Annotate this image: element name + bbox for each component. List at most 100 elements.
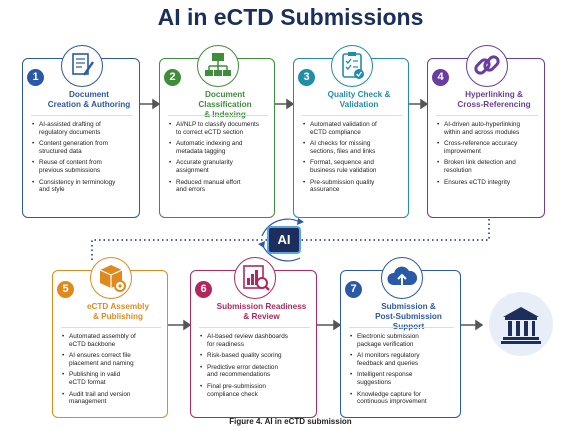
step-bullet-line: Accurate granularity [176, 159, 233, 167]
step-bullet-line: Broken link detection and [444, 159, 516, 167]
step-bullet-line: package verification [357, 340, 414, 348]
step-icon-circle [380, 257, 423, 299]
step-bullet-line: business rule validation [310, 166, 377, 174]
step-bullet-line: placement and naming [69, 359, 134, 367]
step-divider [349, 327, 454, 328]
step-bullet-line: Reduced manual effort [176, 178, 241, 186]
step-icon-circle [90, 257, 132, 299]
step-number-badge: 1 [27, 69, 44, 86]
step-bullet-line: AI/NLP to classify documents [176, 121, 259, 128]
step-bullet-line: Cross-reference accuracy [444, 140, 518, 148]
step-bullet-line: assignment [176, 166, 209, 174]
folder-tree-icon [205, 53, 231, 76]
step-bullet-line: AI-based review dashboards [207, 333, 288, 340]
step-bullet-line: compliance check [207, 390, 258, 398]
step-icon-circle [233, 257, 276, 299]
step-number-badge: 6 [195, 281, 212, 298]
step-title: eCTD Assembly& Publishing [71, 302, 165, 322]
step-bullet-line: continuous improvement [357, 398, 427, 406]
step-number-badge: 3 [298, 69, 315, 86]
step-bullet-line: structured data [39, 147, 82, 155]
step-bullet-line: eCTD backbone [69, 340, 116, 348]
step-bullet-line: sections, files and links [310, 147, 376, 155]
arrow-5-6 [168, 319, 192, 331]
step-icon-circle [331, 45, 373, 87]
step-bullet-line: regulatory documents [39, 128, 101, 136]
step-title-line: Document [68, 90, 110, 99]
step-title-line: Quality Check & [327, 90, 391, 99]
step-title-line: Creation & Authoring [47, 100, 131, 109]
step-bullet-line: Automated validation of [310, 121, 377, 128]
step-bullet-line: AI monitors regulatory [357, 352, 420, 360]
arrow-7-final [461, 319, 484, 331]
step-bullet-line: Predictive error detection [207, 363, 279, 371]
step-title-line: eCTD Assembly [86, 302, 150, 311]
step-bullet-line: feedback and queries [357, 359, 419, 367]
ai-badge-label: AI [277, 232, 291, 247]
step-bullet-line: eCTD format [69, 378, 106, 386]
step-icon-circle [197, 45, 239, 87]
step-icon-circle [61, 45, 103, 87]
arrow-6-7 [317, 319, 342, 331]
step-bullet-line: and style [39, 186, 65, 194]
step-title-line: & Indexing [178, 110, 272, 120]
step-title: Submission &Post-Submission Support [359, 302, 458, 332]
step-icon-circle [466, 45, 508, 87]
step-bullet-line: improvement [444, 147, 481, 155]
step-bullet-line: eCTD compliance [310, 128, 361, 136]
page-title: AI in eCTD Submissions [157, 4, 424, 30]
step-bullet-line: to correct eCTD section [176, 128, 244, 136]
step-bullet-line: and recommendations [207, 371, 271, 379]
step-bullet-line: Electronic submission [357, 333, 419, 340]
step-bullet-line: Risk-based quality scoring [207, 352, 282, 360]
step-bullet-line: management [69, 398, 107, 406]
step-divider [31, 115, 133, 116]
step-bullet-line: Automatic indexing and [176, 140, 243, 148]
step-title: Quality Check &Validation [312, 90, 406, 110]
clipboard-check-icon [342, 52, 364, 79]
step-bullet-line: suggestions [357, 378, 392, 386]
step-bullet-line: AI checks for missing [310, 140, 371, 148]
ai-badge: AI [267, 226, 301, 254]
step-bullet-line: resolution [444, 166, 472, 174]
step-bullet-line: Pre-submission quality [310, 178, 375, 186]
step-divider [302, 115, 402, 116]
step-title: Document Classification& Indexing [178, 90, 272, 120]
agency-building-icon [501, 307, 541, 344]
step-bullet-line: Final pre-submission [207, 382, 266, 390]
step-bullet-line: Reuse of content from [39, 159, 102, 167]
step-bullet-line: Ensures eCTD integrity [444, 178, 511, 186]
step-bullet-line: Format, sequence and [310, 159, 374, 167]
step-number-badge: 2 [164, 69, 181, 86]
